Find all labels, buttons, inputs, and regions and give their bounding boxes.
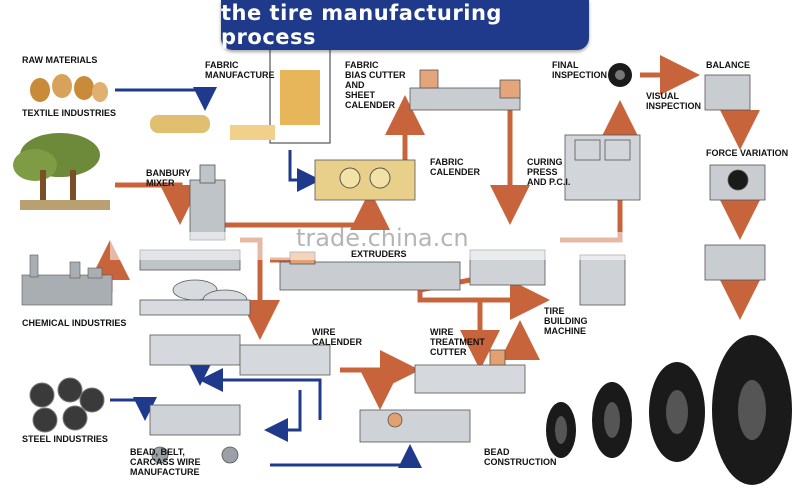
- label-steel-industries: STEEL INDUSTRIES: [22, 434, 108, 444]
- label-fabric-manufacture: FABRIC MANUFACTURE: [205, 60, 275, 80]
- finished-tires: [546, 335, 792, 485]
- fabric-calender-machine: [314, 159, 416, 201]
- label-tire-building-machine: TIRE BUILDING MACHINE: [544, 306, 588, 336]
- steel-coils-illustration: [29, 377, 105, 433]
- label-wire-calender: WIRE CALENDER: [312, 327, 363, 347]
- force-variation-machine: [709, 164, 766, 201]
- watermark-text: trade.china.cn: [296, 224, 469, 252]
- bead-construction-machine: [359, 409, 471, 443]
- bias-cutter-machine: [409, 69, 521, 111]
- label-chemical-industries: CHEMICAL INDUSTRIES: [22, 318, 127, 328]
- label-force-variation: FORCE VARIATION: [706, 148, 789, 158]
- final-inspection-station: [608, 63, 632, 87]
- label-bead-construction: BEAD CONSTRUCTION: [484, 447, 557, 467]
- bead-wire-machine: [149, 404, 241, 464]
- watermark-band: [110, 232, 670, 260]
- label-final-inspection: FINAL INSPECTION: [552, 60, 608, 80]
- rubber-rolls-illustration: [139, 279, 251, 316]
- page-title: the tire manufacturing process: [221, 1, 502, 49]
- chemical-plant-illustration: [21, 254, 113, 306]
- label-balance: BALANCE: [706, 60, 750, 70]
- curing-press-machine: [564, 134, 641, 201]
- label-textile-industries: TEXTILE INDUSTRIES: [22, 108, 117, 118]
- label-fabric-calender: FABRIC CALENDER: [430, 157, 481, 177]
- extruder-line-machine: [279, 251, 461, 291]
- label-wire-treatment-cutter: WIRE TREATMENT CUTTER: [430, 327, 485, 357]
- label-raw-materials: RAW MATERIALS: [22, 55, 98, 65]
- label-bead-belt-carcass: BEAD, BELT, CARCASS WIRE MANUFACTURE: [130, 447, 201, 477]
- label-visual-inspection: VISUAL INSPECTION: [646, 91, 702, 111]
- title-banner: the tire manufacturing process: [221, 0, 589, 50]
- label-curing-press: CURING PRESS AND P.C.I.: [527, 157, 571, 187]
- rubber-trees-illustration: [13, 133, 110, 210]
- balance-machine: [704, 74, 751, 111]
- blue-flow-arrows: [110, 87, 422, 468]
- wire-calender-machine: [149, 334, 331, 376]
- label-fabric-bias-cutter: FABRIC BIAS CUTTER AND SHEET CALENDER: [345, 60, 406, 110]
- final-check-machine: [704, 244, 766, 281]
- label-banbury-mixer: BANBURY MIXER: [146, 168, 191, 188]
- wire-treatment-cutter-machine: [414, 349, 526, 394]
- label-extruders: EXTRUDERS: [351, 249, 407, 259]
- textile-spools-illustration: [30, 74, 108, 102]
